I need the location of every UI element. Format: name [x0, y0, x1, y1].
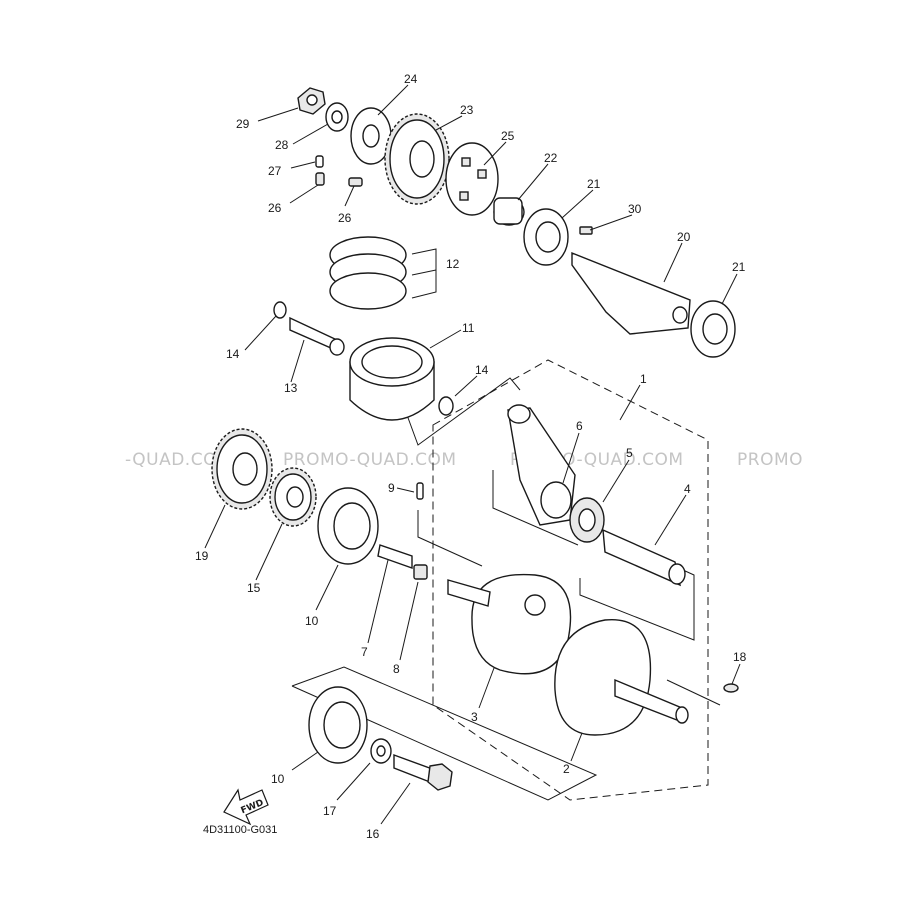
- bearing-right: [690, 300, 736, 358]
- gear-plate: [445, 142, 499, 216]
- balancer-shaft: [571, 251, 691, 335]
- callout-10: 10: [271, 772, 285, 786]
- collar: [493, 197, 525, 226]
- callout-14: 14: [226, 347, 240, 361]
- needle-bearing: [569, 497, 605, 543]
- callout-15: 15: [247, 581, 261, 595]
- callout-19: 19: [195, 549, 209, 563]
- callout-10: 10: [305, 614, 319, 628]
- flange-bolt: [393, 753, 453, 791]
- balancer-drive-gear-small: [269, 467, 317, 527]
- watermark-text: PROMO-QUAD.COM: [283, 450, 457, 470]
- part-code: 4D31100-G031: [203, 824, 277, 836]
- spring-mid: [413, 564, 428, 580]
- callout-26: 26: [338, 211, 352, 225]
- bearing-mid-left: [317, 487, 379, 565]
- watermark-text: -QUAD.COM: [125, 450, 232, 470]
- primary-drive-gear: [211, 428, 273, 510]
- balancer-hub: [350, 107, 392, 165]
- callout-21: 21: [732, 260, 746, 274]
- crank-right: [554, 618, 689, 736]
- watermark-text: PROMO: [737, 450, 803, 470]
- callout-1: 1: [640, 372, 647, 386]
- callouts: 29 28 27 26 26 24 23 25 22 21 30 20 21 1…: [195, 72, 747, 841]
- circlip-right: [438, 396, 454, 416]
- callout-18: 18: [733, 650, 747, 664]
- fwd-arrow-icon: FWD: [223, 788, 269, 826]
- callout-24: 24: [404, 72, 418, 86]
- callout-16: 16: [366, 827, 380, 841]
- crank-pin: [602, 528, 686, 587]
- reference-lines: [291, 248, 721, 801]
- callout-27: 27: [268, 164, 282, 178]
- spring-small-left: [315, 172, 325, 186]
- piston: [349, 337, 435, 421]
- callout-13: 13: [284, 381, 298, 395]
- callout-7: 7: [361, 645, 368, 659]
- crank-left: [447, 573, 572, 675]
- crank-assembly-outline: [432, 359, 709, 801]
- piston-rings: [329, 236, 407, 310]
- bearing-upper: [523, 208, 569, 266]
- callout-11: 11: [462, 321, 475, 335]
- leader-lines: [204, 84, 741, 825]
- callout-9: 9: [388, 481, 395, 495]
- callout-8: 8: [393, 662, 400, 676]
- pin: [315, 155, 324, 168]
- callout-14: 14: [475, 363, 489, 377]
- callout-2: 2: [563, 762, 570, 776]
- key-small: [579, 226, 593, 235]
- callout-25: 25: [501, 129, 515, 143]
- callout-26: 26: [268, 201, 282, 215]
- callout-23: 23: [460, 103, 474, 117]
- callout-20: 20: [677, 230, 691, 244]
- woodruff-key: [723, 683, 739, 693]
- bearing-bottom: [308, 686, 368, 764]
- callout-17: 17: [323, 804, 337, 818]
- callout-29: 29: [236, 117, 250, 131]
- callout-28: 28: [275, 138, 289, 152]
- callout-4: 4: [684, 482, 691, 496]
- callout-22: 22: [544, 151, 558, 165]
- piston-pin: [289, 316, 345, 356]
- circlip-left: [273, 301, 287, 319]
- washer: [370, 738, 392, 764]
- callout-6: 6: [576, 419, 583, 433]
- dowel-pin: [416, 482, 424, 500]
- callout-21: 21: [587, 177, 601, 191]
- callout-30: 30: [628, 202, 642, 216]
- callout-12: 12: [446, 257, 460, 271]
- spring-small-right: [348, 177, 363, 187]
- lock-washer: [325, 102, 349, 132]
- callout-5: 5: [626, 446, 633, 460]
- balancer-drive-gear: [384, 113, 450, 205]
- nut: [297, 87, 326, 115]
- bolt-stud: [377, 544, 413, 569]
- connecting-rod: [507, 404, 576, 526]
- callout-3: 3: [471, 710, 478, 724]
